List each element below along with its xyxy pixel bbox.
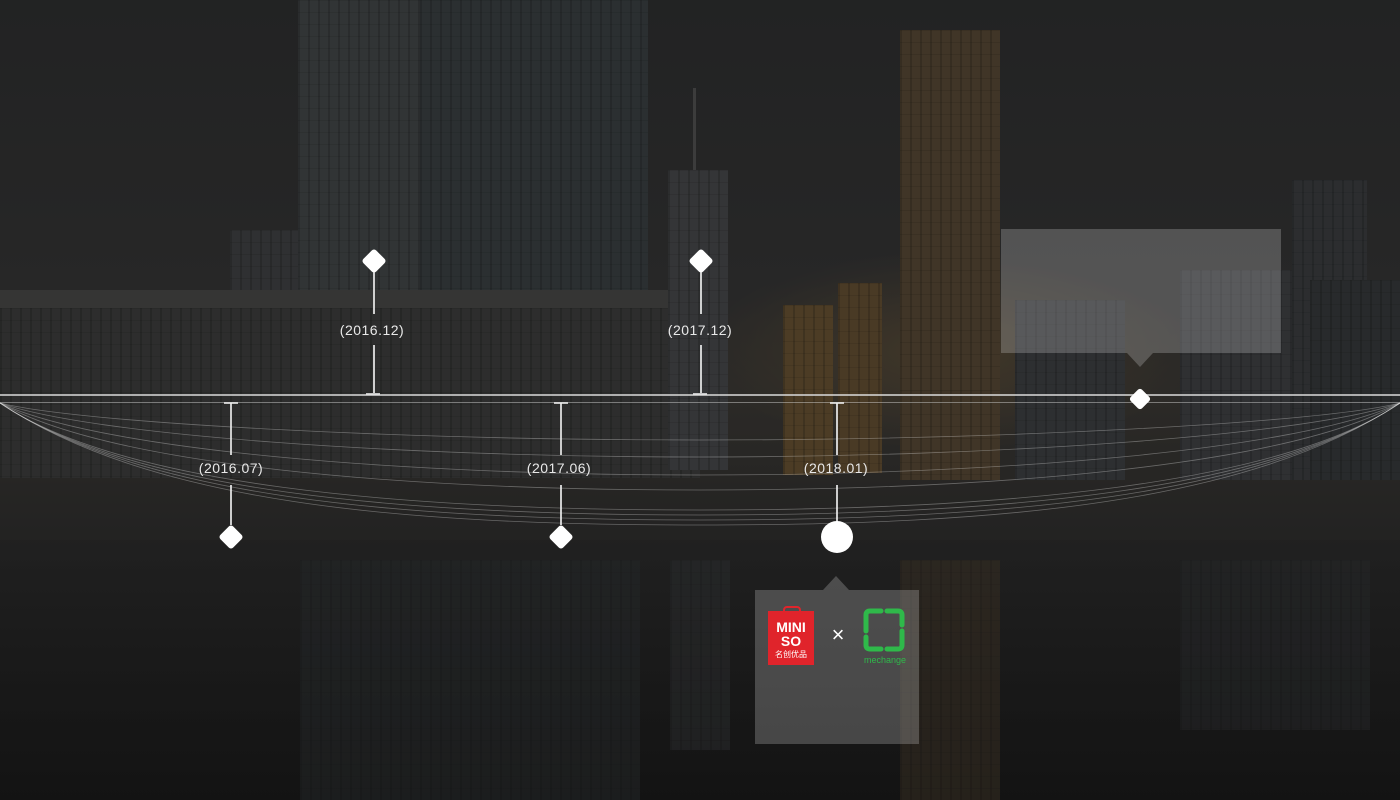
miniso-logo-cn: 名创优品	[775, 650, 807, 659]
event-card-arrow	[823, 576, 849, 590]
event-marker-active-circle[interactable]	[821, 521, 853, 553]
partner-logo-icon	[863, 608, 905, 652]
partner-logo-caption: mechange	[863, 655, 907, 665]
event-tooltip-empty	[1001, 229, 1281, 353]
event-date: (2017.12)	[667, 322, 733, 338]
miniso-logo-line1: MINI	[776, 619, 806, 635]
miniso-logo: MINI SO 名创优品	[768, 606, 814, 665]
event-date: (2017.06)	[526, 460, 592, 476]
timeline-axis-lower	[0, 402, 1400, 403]
event-date: (2018.01)	[803, 460, 869, 476]
close-icon: ×	[831, 622, 845, 647]
miniso-logo-line2: SO	[780, 633, 802, 649]
event-date: (2016.12)	[339, 322, 405, 338]
timeline-axis	[0, 394, 1400, 396]
timeline-curve-decoration	[0, 402, 1400, 526]
tooltip-arrow	[1127, 353, 1153, 367]
event-date: (2016.07)	[198, 460, 264, 476]
